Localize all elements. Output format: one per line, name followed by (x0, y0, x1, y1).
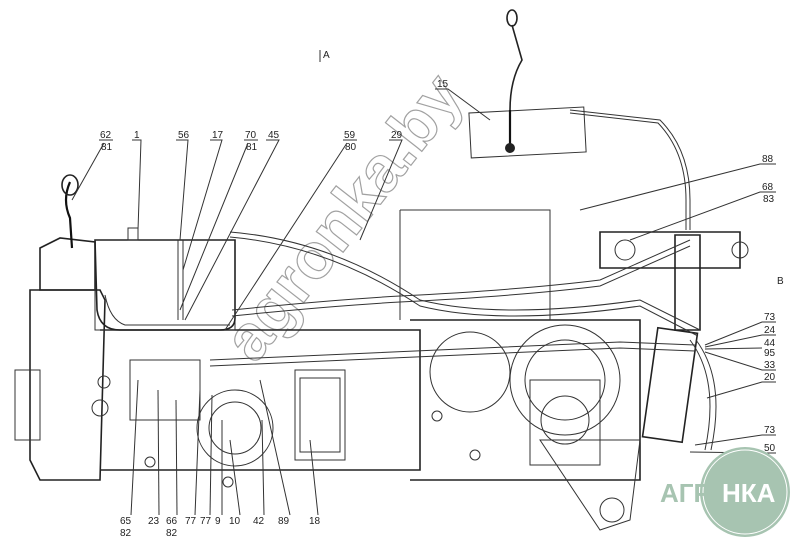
callout-70-sub: 81 (246, 142, 258, 153)
callout-56: 56 (178, 130, 190, 141)
oil-tank (94, 227, 236, 331)
callout-65: 65 (120, 516, 132, 527)
callout-1: 1 (134, 130, 140, 141)
callout-50: 50 (764, 443, 776, 454)
right-callouts: 73 24 44 95 33 20 73 50 (689, 312, 776, 454)
callout-73: 73 (764, 312, 776, 323)
agronka-logo: АГРО НКА (660, 447, 790, 537)
callout-18: 18 (309, 516, 321, 527)
callout-66: 66 (166, 516, 178, 527)
upper-callouts: 15 88 68 83 (435, 79, 776, 241)
callout-95: 95 (764, 348, 776, 359)
callout-65-sub: 82 (120, 528, 132, 539)
gearbox-housing (14, 209, 749, 531)
view-marker-a: A (323, 50, 330, 61)
callout-59: 59 (344, 130, 356, 141)
callout-89: 89 (278, 516, 290, 527)
callout-73b: 73 (764, 425, 776, 436)
callout-62-sub: 81 (101, 142, 113, 153)
callout-88: 88 (762, 154, 774, 165)
callout-9: 9 (215, 516, 221, 527)
callout-42: 42 (253, 516, 265, 527)
callout-68: 68 (762, 182, 774, 193)
callout-59-sub: 80 (345, 142, 357, 153)
callout-20: 20 (764, 372, 776, 383)
callout-62: 62 (100, 130, 112, 141)
callout-23: 23 (148, 516, 160, 527)
callout-66-sub: 82 (166, 528, 178, 539)
callout-33: 33 (764, 360, 776, 371)
callout-77b: 77 (200, 516, 212, 527)
callout-17: 17 (212, 130, 224, 141)
callout-10: 10 (229, 516, 241, 527)
callout-29: 29 (391, 130, 403, 141)
callout-24: 24 (764, 325, 776, 336)
bottom-callouts: 65 82 23 66 82 77 77 9 10 42 89 18 (120, 379, 321, 539)
callout-15: 15 (437, 79, 449, 90)
logo-text-left: АГРО (660, 478, 731, 508)
hydraulic-pipes (209, 109, 717, 451)
callout-68-sub: 83 (763, 194, 775, 205)
logo-text-right: НКА (722, 478, 776, 508)
callout-70: 70 (245, 130, 257, 141)
view-marker-b: B (777, 276, 784, 287)
callout-77a: 77 (185, 516, 197, 527)
control-panel-15 (468, 9, 587, 159)
gear-lever (64, 181, 74, 249)
callout-45: 45 (268, 130, 280, 141)
top-callouts: 62 81 1 56 17 70 81 45 59 80 29 (71, 130, 403, 331)
callout-44: 44 (764, 338, 776, 349)
watermark: agronka.by (209, 60, 476, 374)
